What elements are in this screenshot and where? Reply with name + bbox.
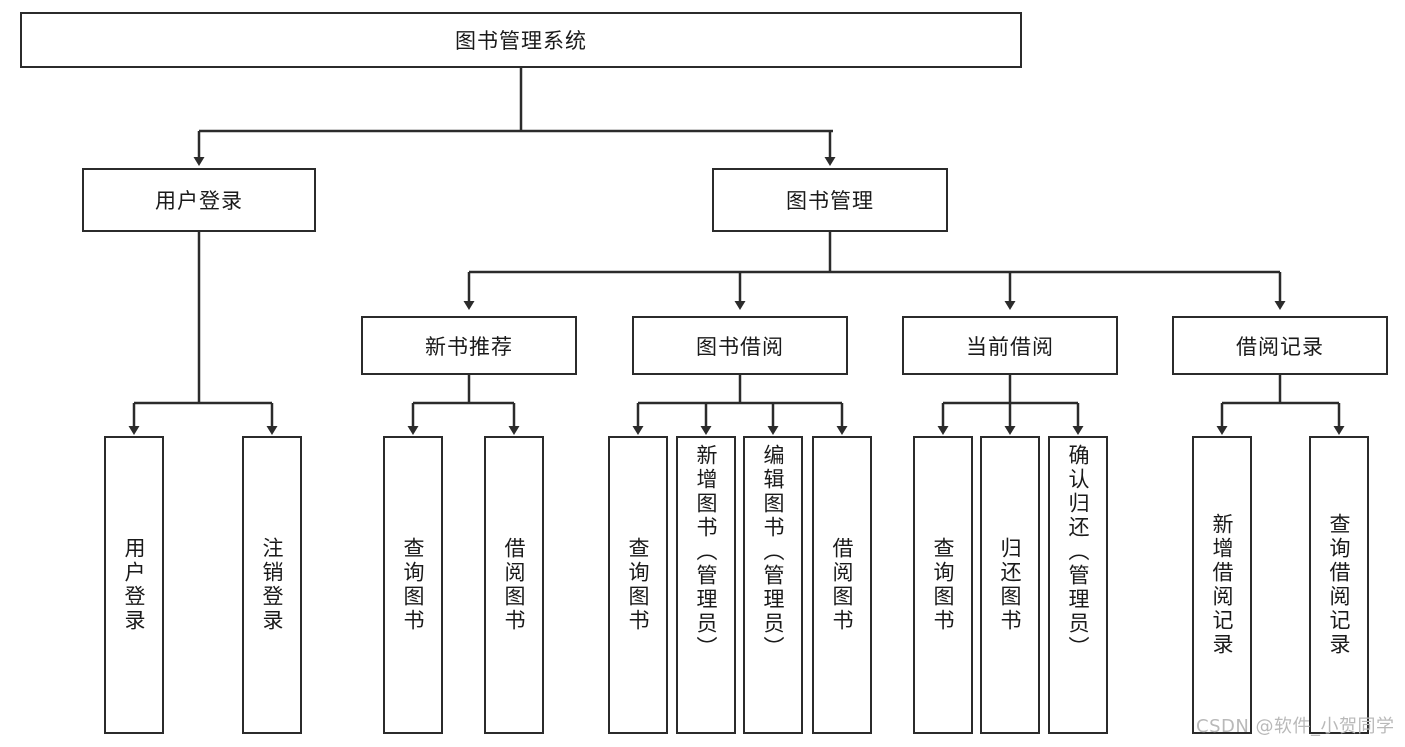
node-leaf-query-book-1[interactable]: 查询图书: [383, 436, 443, 734]
node-leaf-query-book-3-label: 查询图书: [931, 537, 956, 633]
node-leaf-logout[interactable]: 注销登录: [242, 436, 302, 734]
node-current-borrow-label: 当前借阅: [966, 334, 1054, 359]
node-leaf-add-book-label: 新增图书（管理员）: [694, 444, 719, 660]
node-new-book-recommend[interactable]: 新书推荐: [361, 316, 577, 375]
node-user-login-label: 用户登录: [155, 189, 243, 213]
node-leaf-add-book[interactable]: 新增图书（管理员）: [676, 436, 736, 734]
node-leaf-borrow-book-1-label: 借阅图书: [502, 537, 527, 633]
node-leaf-add-record[interactable]: 新增借阅记录: [1192, 436, 1252, 734]
watermark-text: CSDN @软件_小贺同学: [1196, 716, 1395, 737]
node-root[interactable]: 图书管理系统: [20, 12, 1022, 68]
node-leaf-edit-book-label: 编辑图书（管理员）: [761, 444, 786, 660]
node-new-book-recommend-label: 新书推荐: [425, 334, 513, 359]
node-leaf-edit-book[interactable]: 编辑图书（管理员）: [743, 436, 803, 734]
node-leaf-query-record-label: 查询借阅记录: [1327, 513, 1352, 657]
node-leaf-return-book-label: 归还图书: [998, 537, 1023, 633]
node-leaf-borrow-book-2[interactable]: 借阅图书: [812, 436, 872, 734]
node-book-borrow-label: 图书借阅: [696, 334, 784, 359]
node-leaf-add-record-label: 新增借阅记录: [1210, 513, 1235, 657]
node-leaf-borrow-book-1[interactable]: 借阅图书: [484, 436, 544, 734]
node-user-login[interactable]: 用户登录: [82, 168, 316, 232]
node-root-label: 图书管理系统: [455, 29, 587, 53]
node-leaf-logout-label: 注销登录: [260, 537, 285, 633]
node-book-manage[interactable]: 图书管理: [712, 168, 948, 232]
node-book-manage-label: 图书管理: [786, 189, 874, 213]
node-current-borrow[interactable]: 当前借阅: [902, 316, 1118, 375]
node-leaf-user-login-label: 用户登录: [122, 537, 147, 633]
node-leaf-query-record[interactable]: 查询借阅记录: [1309, 436, 1369, 734]
node-leaf-query-book-3[interactable]: 查询图书: [913, 436, 973, 734]
node-borrow-record-label: 借阅记录: [1236, 334, 1324, 359]
node-leaf-query-book-2[interactable]: 查询图书: [608, 436, 668, 734]
node-leaf-user-login[interactable]: 用户登录: [104, 436, 164, 734]
node-leaf-query-book-2-label: 查询图书: [626, 537, 651, 633]
node-leaf-query-book-1-label: 查询图书: [401, 537, 426, 633]
node-leaf-confirm-return-label: 确认归还（管理员）: [1066, 444, 1091, 660]
node-borrow-record[interactable]: 借阅记录: [1172, 316, 1388, 375]
node-leaf-return-book[interactable]: 归还图书: [980, 436, 1040, 734]
node-leaf-confirm-return[interactable]: 确认归还（管理员）: [1048, 436, 1108, 734]
node-book-borrow[interactable]: 图书借阅: [632, 316, 848, 375]
node-leaf-borrow-book-2-label: 借阅图书: [830, 537, 855, 633]
